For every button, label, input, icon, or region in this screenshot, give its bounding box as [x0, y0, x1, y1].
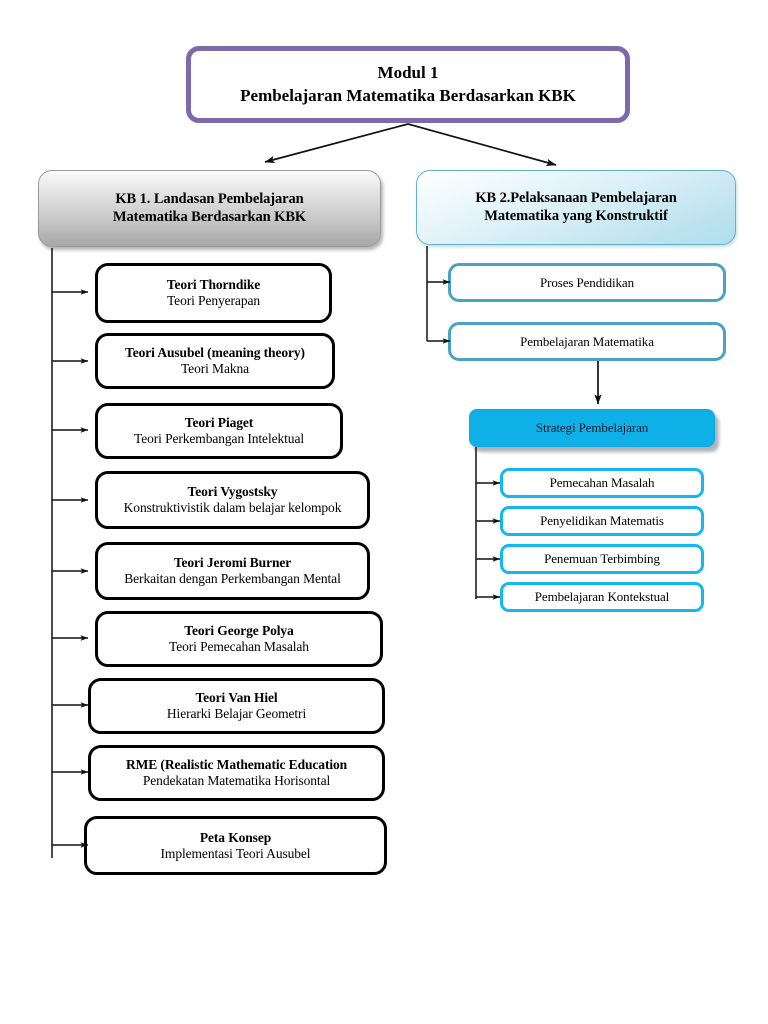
- theory-title: Teori Thorndike: [166, 277, 261, 293]
- theory-subtitle: Teori Penyerapan: [166, 293, 261, 308]
- strategi-item-pembelajaran-kontekstual[interactable]: Pembelajaran Kontekstual: [500, 582, 704, 612]
- theory-title: Teori Van Hiel: [195, 690, 278, 706]
- strategi-pembelajaran-box[interactable]: Strategi Pembelajaran: [469, 409, 715, 447]
- theory-subtitle: Hierarki Belajar Geometri: [166, 706, 307, 721]
- branch-kb2-line-1: KB 2.Pelaksanaan Pembelajaran: [475, 190, 677, 207]
- theory-box-vygostsky[interactable]: Teori Vygostsky Konstruktivistik dalam b…: [95, 471, 370, 529]
- strategi-item-label: Penyelidikan Matematis: [540, 513, 664, 529]
- branch-kb2-line-2: Matematika yang Konstruktif: [484, 207, 668, 224]
- strategi-item-label: Penemuan Terbimbing: [544, 551, 660, 567]
- kb2-item-label: Pembelajaran Matematika: [520, 333, 654, 349]
- theory-title: Teori Ausubel (meaning theory): [125, 345, 305, 361]
- title-box[interactable]: Modul 1 Pembelajaran Matematika Berdasar…: [186, 46, 630, 123]
- branch-box-kb1[interactable]: KB 1. Landasan Pembelajaran Matematika B…: [38, 170, 381, 247]
- strategi-item-penyelidikan-matematis[interactable]: Penyelidikan Matematis: [500, 506, 704, 536]
- theory-title: Teori George Polya: [184, 623, 294, 639]
- kb2-item-label: Proses Pendidikan: [540, 274, 634, 290]
- theory-subtitle: Pendekatan Matematika Horisontal: [142, 773, 331, 788]
- strategi-item-pemecahan-masalah[interactable]: Pemecahan Masalah: [500, 468, 704, 498]
- branch-box-kb2[interactable]: KB 2.Pelaksanaan Pembelajaran Matematika…: [416, 170, 736, 245]
- theory-subtitle: Implementasi Teori Ausubel: [160, 845, 311, 861]
- theory-box-van-hiel[interactable]: Teori Van Hiel Hierarki Belajar Geometri: [88, 678, 385, 734]
- branch-kb1-line-1: KB 1. Landasan Pembelajaran: [115, 191, 304, 208]
- strategi-item-label: Pemecahan Masalah: [549, 475, 655, 491]
- theory-title: Teori Jeromi Burner: [173, 555, 292, 571]
- theory-subtitle: Konstruktivistik dalam belajar kelompok: [123, 500, 342, 515]
- branch-kb1-line-2: Matematika Berdasarkan KBK: [112, 208, 307, 225]
- strategi-label: Strategi Pembelajaran: [535, 420, 649, 436]
- strategi-item-label: Pembelajaran Kontekstual: [534, 589, 670, 605]
- title-line-2: Pembelajaran Matematika Berdasarkan KBK: [240, 85, 576, 105]
- strategi-item-penemuan-terbimbing[interactable]: Penemuan Terbimbing: [500, 544, 704, 574]
- theory-box-polya[interactable]: Teori George Polya Teori Pemecahan Masal…: [95, 611, 383, 667]
- theory-box-peta-konsep[interactable]: Peta Konsep Implementasi Teori Ausubel: [84, 816, 387, 875]
- theory-title: Teori Piaget: [184, 415, 254, 431]
- theory-title: Teori Vygostsky: [187, 484, 278, 500]
- theory-box-thorndike[interactable]: Teori Thorndike Teori Penyerapan: [95, 263, 332, 323]
- theory-subtitle: Teori Perkembangan Intelektual: [134, 431, 304, 446]
- theory-subtitle: Teori Pemecahan Masalah: [169, 639, 309, 654]
- theory-box-piaget[interactable]: Teori Piaget Teori Perkembangan Intelekt…: [95, 403, 343, 459]
- theory-box-rme[interactable]: RME (Realistic Mathematic Education Pend…: [88, 745, 385, 801]
- theory-box-ausubel[interactable]: Teori Ausubel (meaning theory) Teori Mak…: [95, 333, 335, 389]
- theory-subtitle: Teori Makna: [180, 361, 250, 376]
- title-line-1: Modul 1: [377, 63, 439, 83]
- theory-box-burner[interactable]: Teori Jeromi Burner Berkaitan dengan Per…: [95, 542, 370, 600]
- theory-title: RME (Realistic Mathematic Education: [125, 757, 348, 773]
- theory-title: Peta Konsep: [199, 829, 272, 845]
- kb2-box-proses-pendidikan[interactable]: Proses Pendidikan: [448, 263, 726, 302]
- theory-subtitle: Berkaitan dengan Perkembangan Mental: [124, 571, 341, 586]
- kb2-box-pembelajaran-matematika[interactable]: Pembelajaran Matematika: [448, 322, 726, 361]
